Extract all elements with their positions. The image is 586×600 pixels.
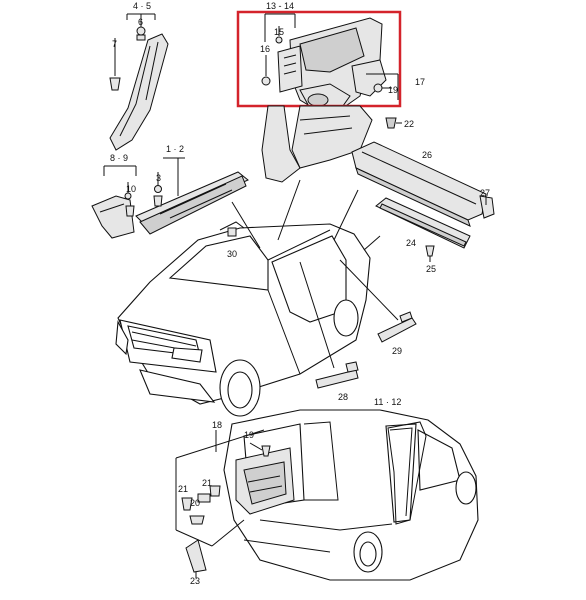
pointer-lines xyxy=(231,179,399,369)
quarter-trim-lower xyxy=(261,105,402,183)
label-15: 15 xyxy=(274,27,284,37)
sill-plate-front xyxy=(135,157,249,235)
vehicle-front-view xyxy=(115,221,371,417)
label-27: 27 xyxy=(480,188,490,198)
label-24: 24 xyxy=(406,238,416,248)
label-30: 30 xyxy=(227,249,237,259)
assist-grip-rear xyxy=(377,311,417,343)
label-21-right: 21 xyxy=(202,478,212,488)
label-28: 28 xyxy=(338,392,348,402)
label-3: 3 xyxy=(156,173,161,183)
label-8-9: 8 · 9 xyxy=(110,153,128,163)
cargo-cover xyxy=(351,141,495,227)
label-21-left: 21 xyxy=(178,484,188,494)
label-19-top: 19 xyxy=(388,85,398,95)
label-18: 18 xyxy=(212,420,222,430)
label-6: 6 xyxy=(138,17,143,27)
door-weatherstrip xyxy=(387,421,427,525)
label-17: 17 xyxy=(415,77,425,87)
label-10: 10 xyxy=(126,184,136,194)
label-20: 20 xyxy=(190,498,200,508)
luggage-board xyxy=(375,197,471,262)
label-4-5: 4 · 5 xyxy=(133,1,151,11)
label-25: 25 xyxy=(426,264,436,274)
kick-panel xyxy=(91,165,137,239)
label-29: 29 xyxy=(392,346,402,356)
label-23: 23 xyxy=(190,576,200,586)
rear-trim-callout xyxy=(175,429,295,578)
label-11-12: 11 · 12 xyxy=(374,397,401,407)
label-16: 16 xyxy=(260,44,270,54)
label-13-14: 13 - 14 xyxy=(266,1,294,11)
assist-grip-front xyxy=(315,361,359,389)
label-22: 22 xyxy=(404,119,414,129)
label-19-bottom: 19 xyxy=(244,430,254,440)
label-7: 7 xyxy=(112,39,117,49)
label-1-2: 1 · 2 xyxy=(166,144,184,154)
pillar-trim xyxy=(109,13,169,151)
label-26: 26 xyxy=(422,150,432,160)
